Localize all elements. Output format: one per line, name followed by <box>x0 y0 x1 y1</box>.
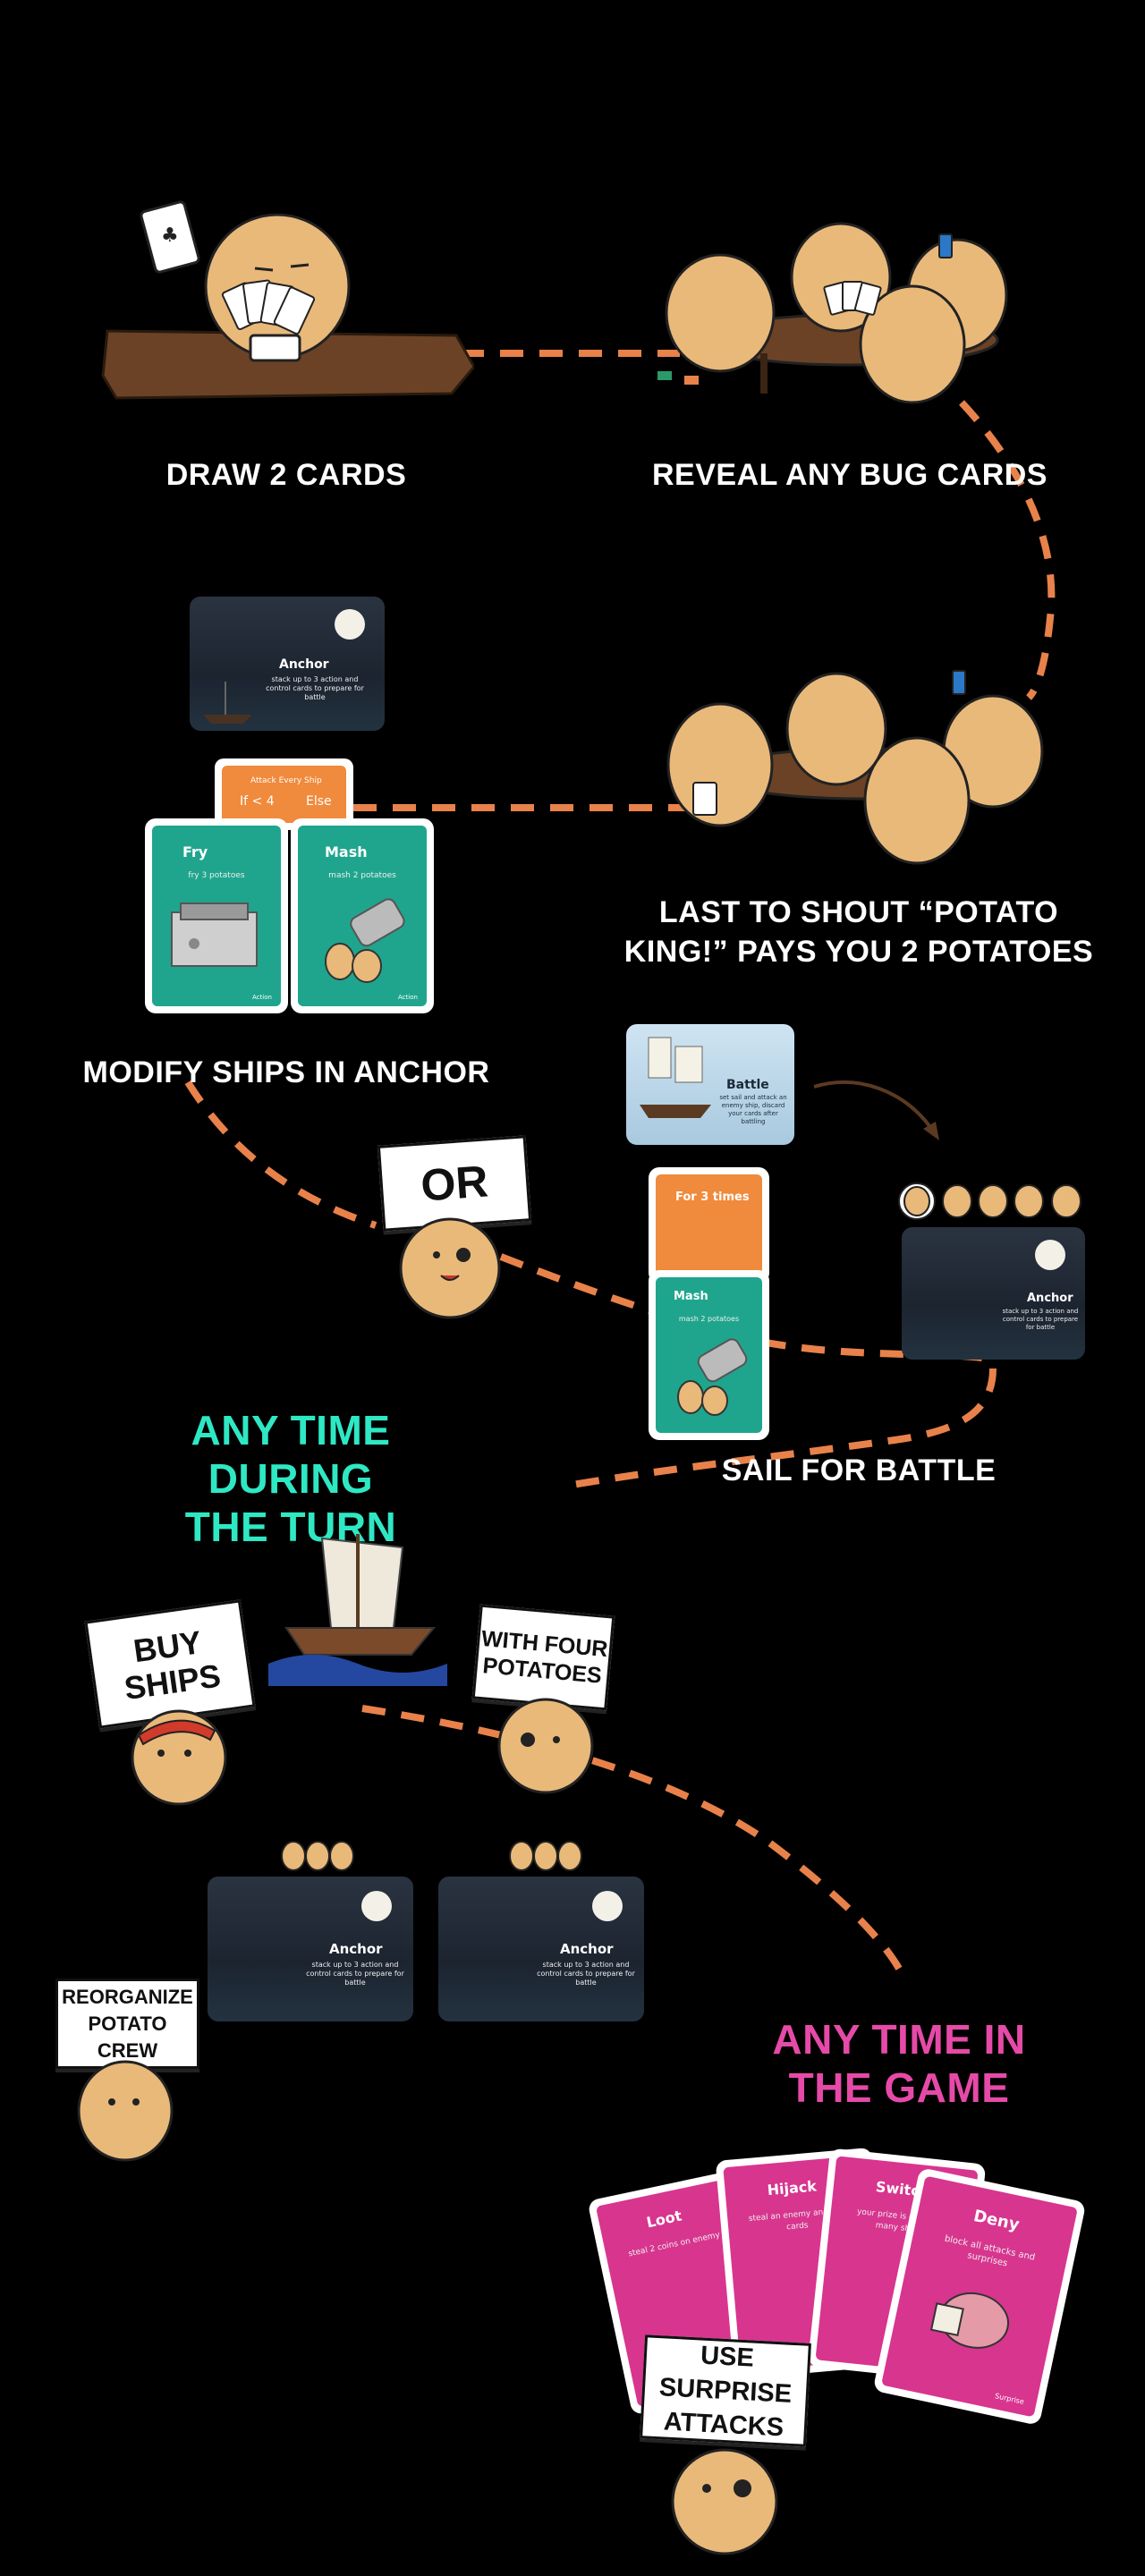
sailing-ship-illustration <box>268 1534 447 1686</box>
potato-character <box>131 1709 227 1806</box>
potato-character <box>671 2448 778 2555</box>
anchor-card-crew-right: Anchor stack up to 3 action and control … <box>438 1877 644 2021</box>
card-desc: stack up to 3 action and control cards t… <box>266 675 364 701</box>
fryer-icon <box>171 902 258 967</box>
ship-icon <box>640 1037 711 1118</box>
attack-every-card: Attack Every Ship If < 4 Else <box>215 758 353 830</box>
card-title: Battle <box>726 1078 769 1092</box>
any-time-game-heading: ANY TIME IN THE GAME <box>772 2016 1026 2111</box>
card-tag: Action <box>252 994 272 1001</box>
card-title: Anchor <box>279 657 329 672</box>
potato-character <box>497 1698 594 1794</box>
card-title: Anchor <box>560 1941 614 1957</box>
potato-trio-icon <box>509 1841 582 1871</box>
ship-icon <box>203 682 252 724</box>
battle-card: Battle set sail and attack an enemy ship… <box>626 1024 794 1145</box>
sign-use-surprise-attacks: USE SURPRISE ATTACKS <box>640 2334 811 2447</box>
card-desc: set sail and attack an enemy ship, disca… <box>719 1094 787 1125</box>
potato-character <box>77 2060 174 2162</box>
step-last-shout-label: LAST TO SHOUT “POTATO KING!” PAYS YOU 2 … <box>623 895 1094 969</box>
step-reveal-label: REVEAL ANY BUG CARDS <box>652 458 1047 492</box>
card-cond: If < 4 <box>240 794 275 809</box>
card-title: Anchor <box>1027 1292 1073 1305</box>
card-desc: mash 2 potatoes <box>328 871 396 880</box>
potato-row-icons <box>898 1182 1081 1220</box>
potato-trio-icon <box>281 1841 354 1871</box>
anchor-card-sail: Anchor stack up to 3 action and control … <box>902 1227 1085 1360</box>
card-desc: fry 3 potatoes <box>188 871 245 880</box>
card-else: Else <box>306 794 332 809</box>
step-sail-label: SAIL FOR BATTLE <box>721 1453 997 1487</box>
potato-character <box>399 1217 501 1319</box>
card-desc: mash 2 potatoes <box>678 1315 740 1323</box>
mash-card-right: Mash mash 2 potatoes <box>649 1270 769 1440</box>
masher-icon <box>325 898 405 983</box>
step-draw-label: DRAW 2 CARDS <box>165 458 407 492</box>
card-desc: stack up to 3 action and control cards t… <box>306 1961 404 1987</box>
card-desc: stack up to 3 action and control cards t… <box>1002 1308 1079 1331</box>
draw-scene-illustration: ♣ <box>101 200 474 400</box>
mash-card-left: Mash mash 2 potatoes Action <box>291 818 434 1013</box>
card-title: Fry <box>182 843 208 860</box>
anchor-card-crew-left: Anchor stack up to 3 action and control … <box>208 1877 413 2021</box>
anchor-card-top: Anchor stack up to 3 action and control … <box>190 597 385 731</box>
card-title: Anchor <box>329 1941 383 1957</box>
reveal-scene-illustration <box>657 222 1008 404</box>
card-title: For 3 times <box>675 1191 750 1204</box>
card-desc: stack up to 3 action and control cards t… <box>537 1961 635 1987</box>
any-time-turn-heading: ANY TIME DURING THE TURN <box>184 1407 397 1550</box>
surprise-card-deny: Deny block all attacks and surprises Sur… <box>872 2167 1087 2426</box>
for3-card: For 3 times <box>649 1167 769 1284</box>
fry-card: Fry fry 3 potatoes Action <box>145 818 288 1013</box>
shout-scene-illustration <box>666 670 1044 865</box>
card-tag: Action <box>398 994 418 1001</box>
mascot-icon <box>929 2292 1009 2349</box>
card-title: Attack Every Ship <box>250 776 322 785</box>
step-modify-label: MODIFY SHIPS IN ANCHOR <box>82 1055 490 1089</box>
card-title: Mash <box>325 843 368 860</box>
svg-text:♣: ♣ <box>161 225 179 247</box>
masher-icon <box>677 1338 748 1416</box>
card-title: Mash <box>674 1290 708 1303</box>
